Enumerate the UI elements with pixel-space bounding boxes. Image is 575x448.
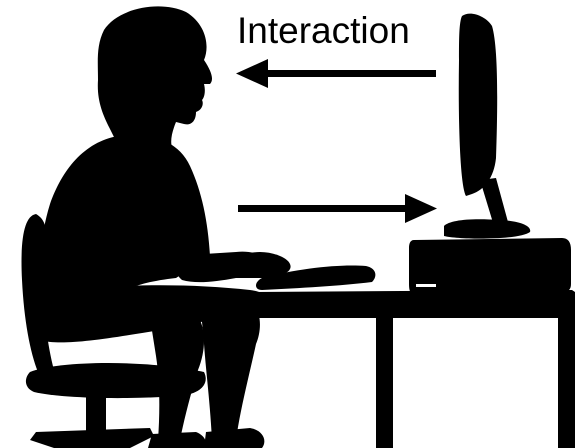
keyboard-icon (256, 265, 376, 290)
arrow-user-to-computer (238, 194, 437, 223)
desk-icon (238, 290, 575, 448)
arrow-computer-to-user (236, 59, 436, 88)
interaction-label: Interaction (237, 10, 410, 51)
computer-case-icon (409, 238, 571, 294)
person-icon (40, 6, 291, 448)
monitor-icon (444, 13, 531, 239)
